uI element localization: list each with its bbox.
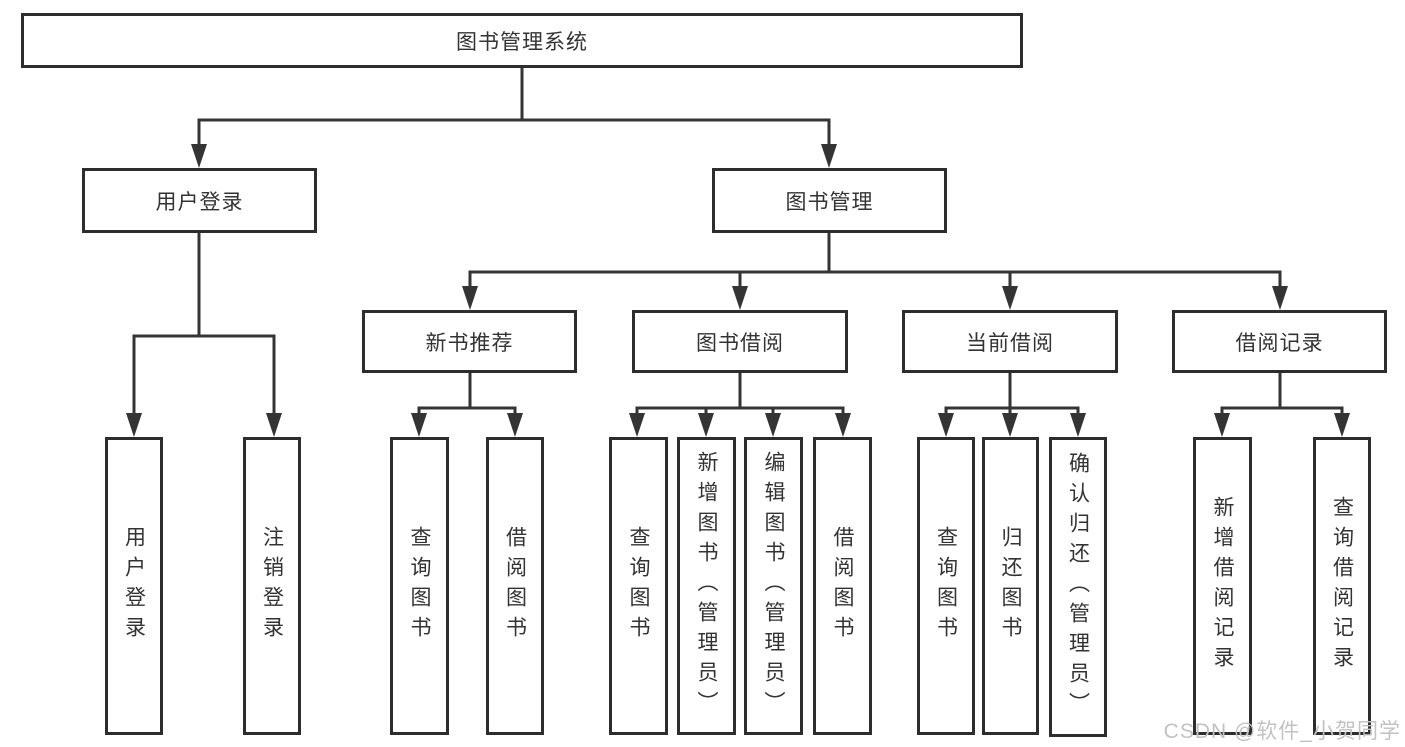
leaf-query-borrow-record: 查询借阅记录 bbox=[1313, 437, 1371, 735]
leaf-current-query-books: 查询图书 bbox=[917, 437, 975, 735]
leaf-edit-books-admin: 编辑图书（管理员） bbox=[744, 437, 803, 735]
leaf-recommend-query-books: 查询图书 bbox=[390, 437, 449, 735]
leaf-recommend-borrow-books: 借阅图书 bbox=[486, 437, 544, 735]
leaf-borrow-query-books: 查询图书 bbox=[609, 437, 668, 735]
leaf-borrow-books: 借阅图书 bbox=[813, 437, 872, 735]
node-user-login: 用户登录 bbox=[82, 168, 317, 233]
leaf-return-books: 归还图书 bbox=[982, 437, 1039, 735]
node-book-borrow: 图书借阅 bbox=[632, 310, 848, 373]
leaf-confirm-return-admin: 确认归还（管理员） bbox=[1049, 437, 1107, 737]
leaf-add-books-admin: 新增图书（管理员） bbox=[677, 437, 736, 735]
node-current-borrow: 当前借阅 bbox=[902, 310, 1118, 373]
csdn-watermark: CSDN @软件_小贺同学 bbox=[1163, 720, 1401, 743]
node-borrow-records: 借阅记录 bbox=[1172, 310, 1387, 373]
leaf-logout: 注销登录 bbox=[243, 437, 301, 735]
arrowheads bbox=[126, 144, 1350, 437]
node-book-management: 图书管理 bbox=[712, 168, 947, 233]
leaf-add-borrow-record: 新增借阅记录 bbox=[1193, 437, 1252, 735]
node-library-management-system: 图书管理系统 bbox=[21, 13, 1023, 68]
leaf-user-login: 用户登录 bbox=[105, 437, 163, 735]
node-new-book-recommend: 新书推荐 bbox=[362, 310, 577, 373]
